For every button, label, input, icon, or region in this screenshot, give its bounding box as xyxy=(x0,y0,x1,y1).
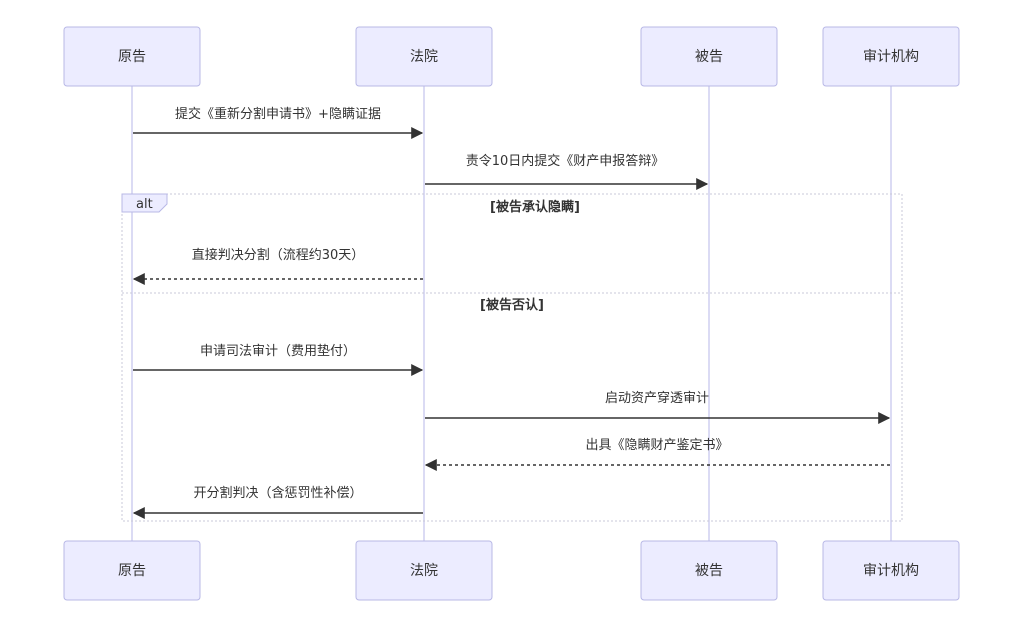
actor-court-bottom: 法院 xyxy=(355,540,493,601)
message-3-label: 直接判决分割（流程约30天） xyxy=(192,247,365,263)
actor-defendant-bottom: 被告 xyxy=(640,540,778,601)
message-6-label: 出具《隐瞒财产鉴定书》 xyxy=(585,438,728,453)
message-7-label: 开分割判决（含惩罚性补偿） xyxy=(193,485,362,501)
message-1-label: 提交《重新分割申请书》+隐瞒证据 xyxy=(175,106,381,122)
message-2: 责令10日内提交《财产申报答辩》 xyxy=(425,153,709,190)
alt-frame: alt [被告承认隐瞒] [被告否认] xyxy=(121,193,903,522)
message-6: 出具《隐瞒财产鉴定书》 xyxy=(424,438,890,471)
actor-plaintiff-bottom: 原告 xyxy=(63,540,201,601)
actor-plaintiff-top: 原告 xyxy=(63,26,201,87)
actor-plaintiff-bottom-label: 原告 xyxy=(118,563,146,579)
alt-frame-tab xyxy=(121,193,168,213)
actor-defendant-bottom-label: 被告 xyxy=(695,563,723,579)
actor-plaintiff-top-label: 原告 xyxy=(118,49,146,65)
actor-audit-bottom: 审计机构 xyxy=(822,540,960,601)
actor-court-bottom-label: 法院 xyxy=(410,563,438,579)
alt-condition-1: [被告承认隐瞒] xyxy=(490,199,580,215)
actor-defendant-top-label: 被告 xyxy=(695,49,723,65)
message-3: 直接判决分割（流程约30天） xyxy=(132,247,423,285)
actor-audit-top: 审计机构 xyxy=(822,26,960,87)
message-4-label: 申请司法审计（费用垫付） xyxy=(200,343,356,359)
message-7: 开分割判决（含惩罚性补偿） xyxy=(132,485,423,519)
actor-audit-top-label: 审计机构 xyxy=(863,49,919,65)
actor-court-top-label: 法院 xyxy=(410,49,438,65)
actor-court-top: 法院 xyxy=(355,26,493,87)
actor-defendant-top: 被告 xyxy=(640,26,778,87)
message-2-label: 责令10日内提交《财产申报答辩》 xyxy=(466,153,665,169)
alt-label: alt xyxy=(136,197,153,212)
alt-condition-2: [被告否认] xyxy=(480,297,544,313)
message-5: 启动资产穿透审计 xyxy=(425,390,891,424)
message-4: 申请司法审计（费用垫付） xyxy=(133,343,424,376)
message-1: 提交《重新分割申请书》+隐瞒证据 xyxy=(133,106,424,139)
message-5-label: 启动资产穿透审计 xyxy=(605,390,709,406)
actor-audit-bottom-label: 审计机构 xyxy=(863,563,919,579)
